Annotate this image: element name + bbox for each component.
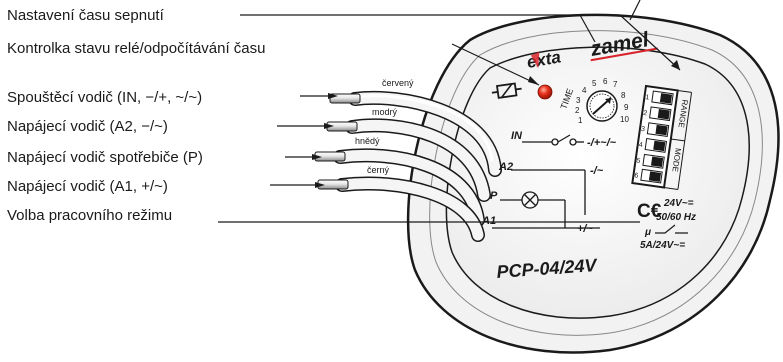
wire-label-blue: modrý [372, 107, 398, 117]
svg-text:3: 3 [576, 96, 581, 105]
schematic [492, 134, 600, 229]
svg-text:4: 4 [582, 86, 587, 95]
relay-symbol-icon [491, 82, 522, 99]
range-label: RANGE [677, 99, 690, 128]
a2-polarity-label: -/~ [590, 165, 604, 177]
a1-polarity-label: +/~ [577, 223, 593, 235]
wire-label-brown: hnědý [355, 136, 380, 146]
terminal-a2: A2 [498, 161, 513, 173]
dip-switch-block[interactable]: 1 2 3 4 5 6 RANGE MODE [631, 84, 693, 190]
frequency-rating: 50/60 Hz [656, 212, 696, 223]
svg-text:10: 10 [620, 115, 629, 124]
svg-text:5: 5 [636, 157, 641, 164]
label-mode-select: Volba pracovního režimu [7, 207, 172, 224]
dial-scale: 1 2 3 4 5 6 7 8 9 10 [575, 77, 629, 125]
contact-symbol-icon [655, 224, 688, 234]
ce-mark: C€ [637, 201, 662, 222]
label-time-setting: Nastavení času sepnutí [7, 7, 165, 24]
wire-red [329, 90, 502, 177]
svg-text:9: 9 [624, 103, 629, 112]
contact-rating: 5A/24V~= [640, 240, 685, 251]
label-supply-a1: Napájecí vodič (A1, +/~) [7, 178, 168, 195]
label-load-supply: Napájecí vodič spotřebiče (P) [7, 149, 203, 166]
svg-text:2: 2 [643, 110, 648, 117]
voltage-rating: 24V~= [663, 198, 694, 209]
svg-text:5: 5 [592, 79, 597, 88]
svg-text:6: 6 [634, 172, 639, 179]
label-indicator: Kontrolka stavu relé/odpočítávání času [7, 40, 266, 57]
svg-text:1: 1 [645, 94, 650, 101]
wire-blue [326, 118, 491, 202]
status-led [537, 84, 553, 100]
svg-text:2: 2 [575, 106, 580, 115]
wire-label-red: červený [382, 78, 414, 88]
mode-label: MODE [670, 147, 682, 172]
svg-text:1: 1 [578, 116, 583, 125]
leader-lines [218, 0, 681, 223]
wire-brown [314, 148, 485, 227]
label-trigger-wire: Spouštěcí vodič (IN, −/+, ~/~) [7, 89, 202, 106]
svg-text:3: 3 [640, 126, 645, 133]
svg-text:6: 6 [603, 77, 608, 86]
terminal-in: IN [511, 130, 523, 142]
svg-text:7: 7 [613, 80, 618, 89]
arrow-heads [312, 60, 680, 188]
contact-mu: μ [644, 227, 651, 238]
svg-text:4: 4 [638, 142, 643, 149]
terminal-a1: A1 [481, 215, 496, 227]
in-polarity-label: -/+~/~ [587, 137, 617, 149]
svg-text:8: 8 [621, 91, 626, 100]
time-dial[interactable] [586, 90, 618, 122]
label-supply-a2: Napájecí vodič (A2, −/~) [7, 118, 168, 135]
wire-label-black: černý [367, 165, 390, 175]
terminal-p: P [490, 190, 498, 202]
